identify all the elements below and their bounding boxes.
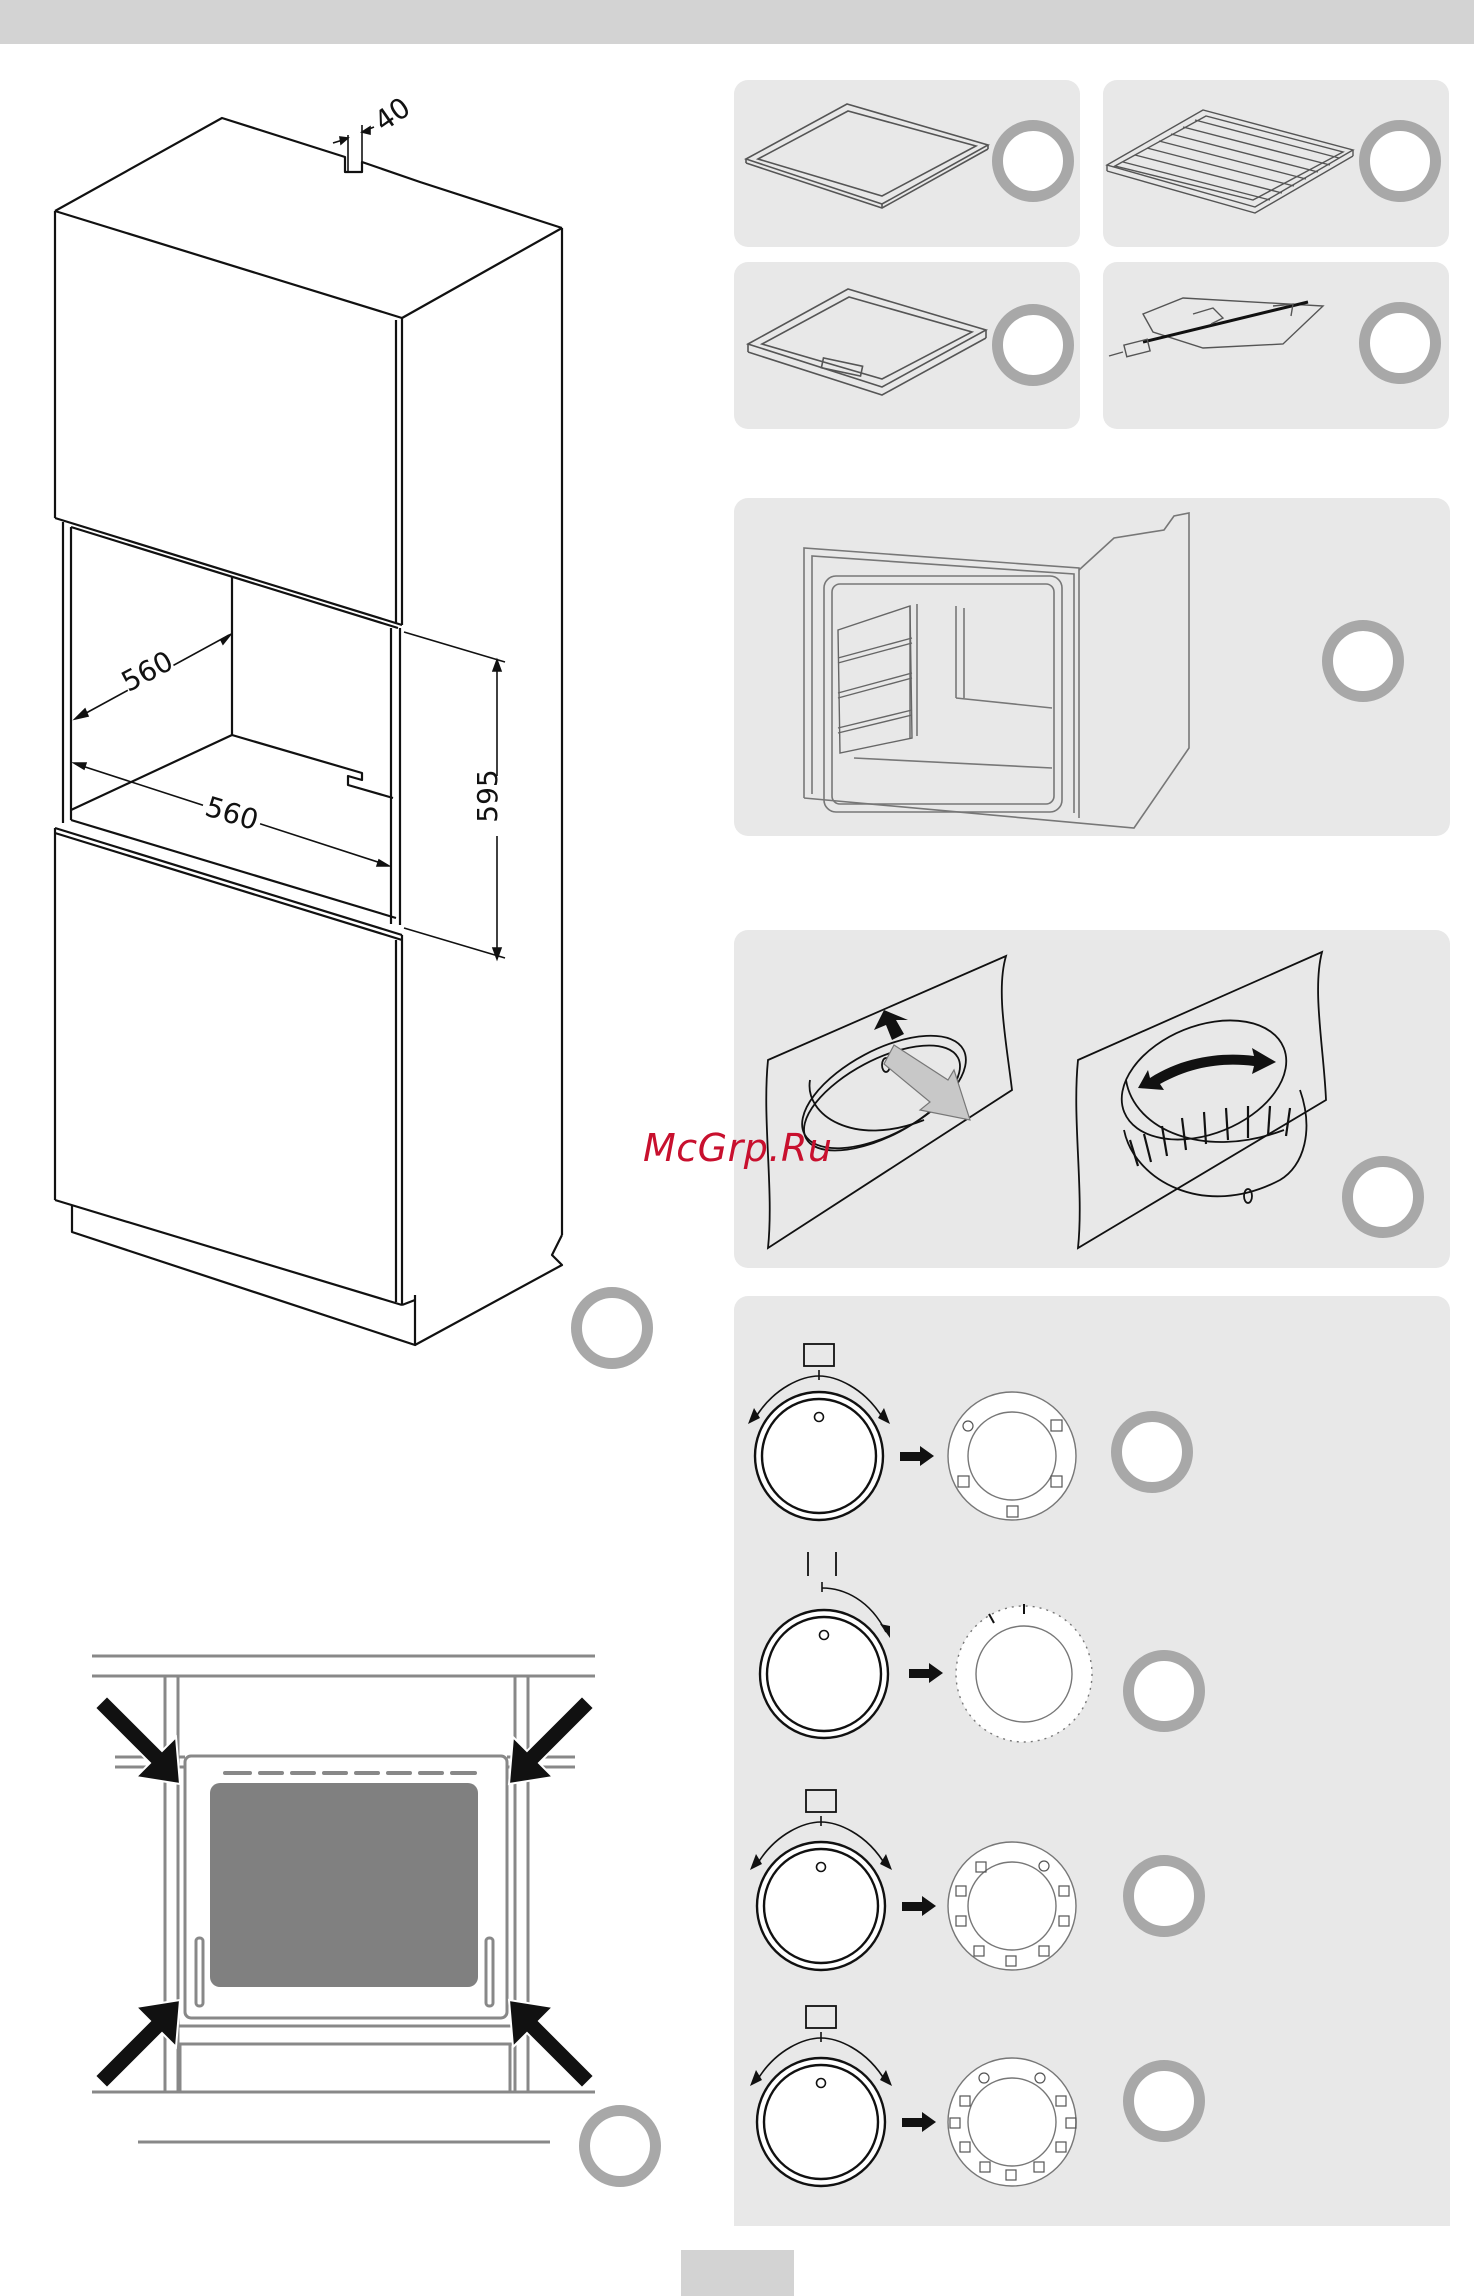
step-badge-icon [1123,1650,1205,1732]
watermark-text: McGrp.Ru [643,1126,832,1170]
step-badge-icon [1359,120,1441,202]
step-badge-icon [992,120,1074,202]
accessory-baking-tray [734,80,1080,247]
knob-operation-panel [734,930,1450,1268]
step-badge-icon [1111,1411,1193,1493]
step-badge-icon [992,304,1074,386]
niche-depth-label: 560 [116,644,179,698]
oven-fixing-diagram [85,1640,605,2160]
step-badge-icon [1359,302,1441,384]
step-badge-icon [579,2105,661,2187]
step-badge-icon [571,1287,653,1369]
niche-height-label: 595 [471,769,504,822]
knob-dials-icon [734,1296,1450,2226]
niche-width-label: 560 [201,790,262,837]
oven-interior-panel [734,498,1450,836]
accessory-rotisserie [1103,262,1449,429]
top-header-bar [0,0,1474,44]
page-footer-tab [681,2250,794,2296]
step-badge-icon [1342,1156,1424,1238]
step-badge-icon [1123,1855,1205,1937]
knob-positions-panel [734,1296,1450,2226]
step-badge-icon [1123,2060,1205,2142]
top-gap-label: 40 [368,91,416,138]
installation-cabinet-diagram: 560 560 595 40 [40,90,580,1360]
accessory-wire-shelf [1103,80,1449,247]
retractable-knob-icon [734,930,1450,1268]
accessory-deep-tray [734,262,1080,429]
step-badge-icon [1322,620,1404,702]
